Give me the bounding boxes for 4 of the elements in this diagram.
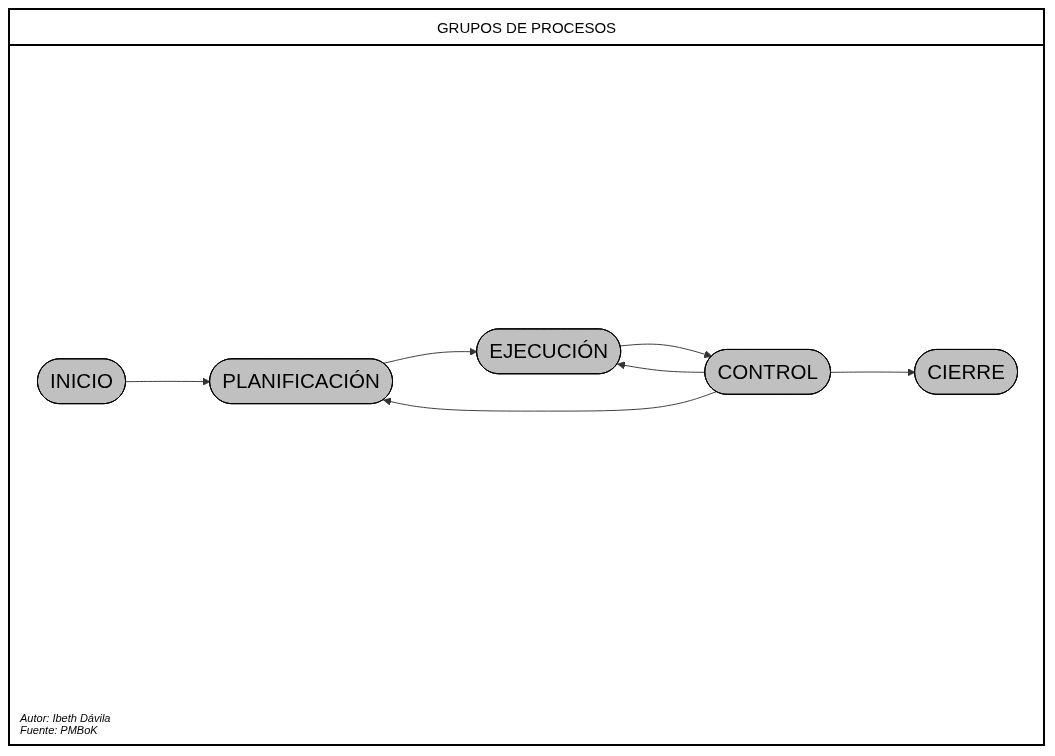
diagram-frame: GRUPOS DE PROCESOS INICIO PLANIFICACIÓN CONTROL EJECUCIÓN CIERRE Autor: Ibeth Dávila Fuente: PMBoK	[8, 8, 1045, 746]
note-text: Autor: Ibeth Dávila	[20, 712, 111, 724]
note-text: Fuente: PMBoK	[20, 724, 99, 736]
title-bar: GRUPOS DE PROCESOS	[10, 10, 1043, 46]
